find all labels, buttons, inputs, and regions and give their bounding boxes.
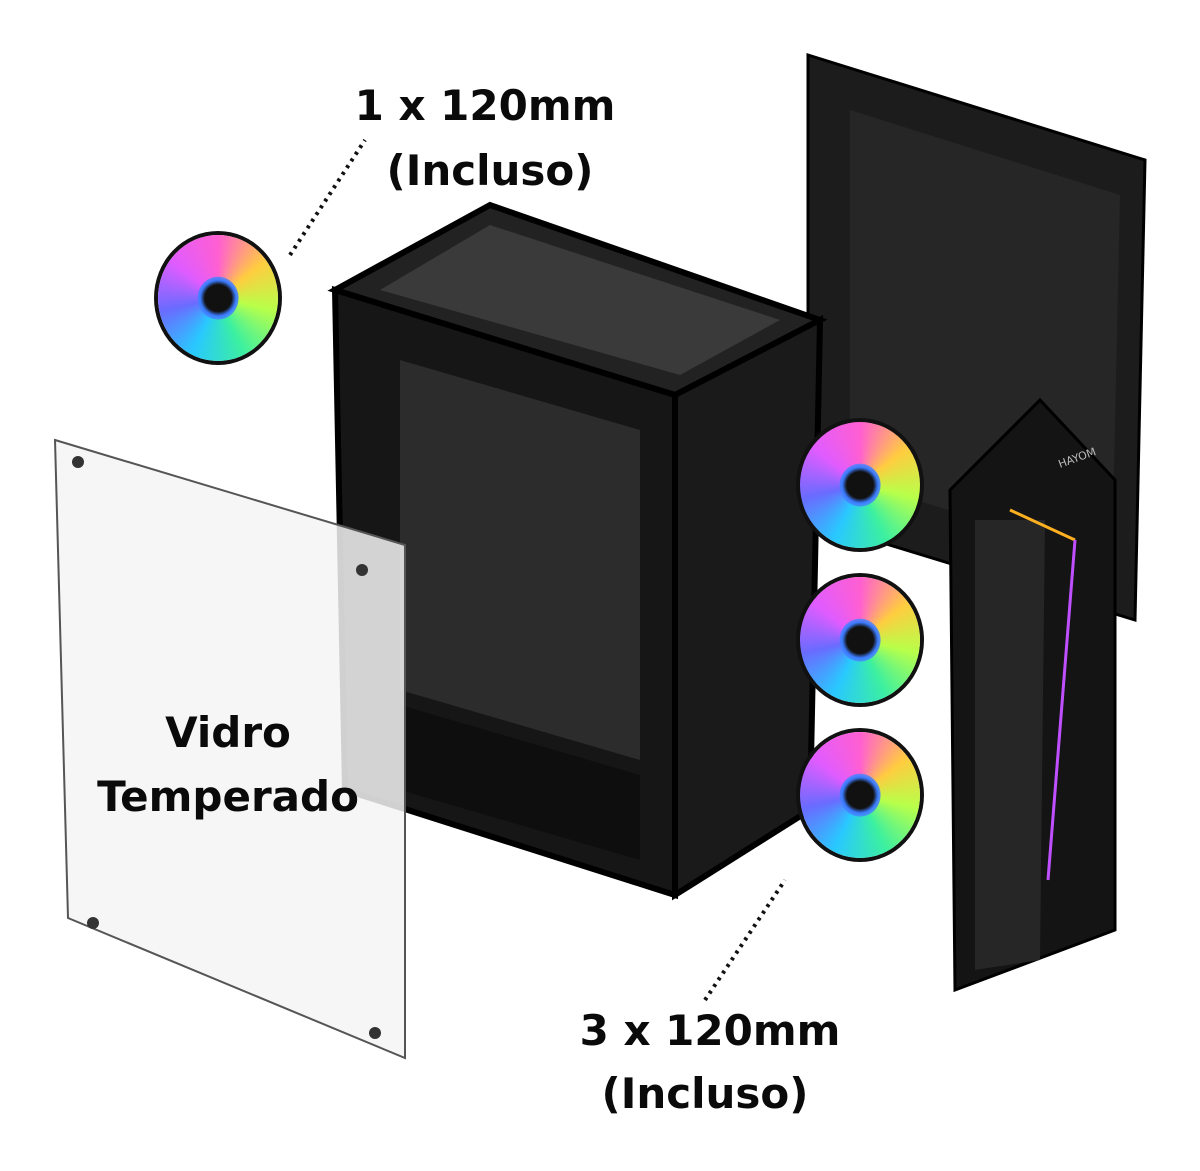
front-fans-qty-label: 3 x 120mm	[579, 1006, 841, 1055]
front-fan-2	[800, 577, 920, 703]
front-fan-3	[800, 732, 920, 858]
glass-label-line2: Temperado	[97, 772, 359, 821]
case-side	[672, 315, 824, 901]
top-fan-qty-label: 1 x 120mm	[354, 81, 616, 130]
front-fans-note-label: (Incluso)	[601, 1069, 809, 1118]
top-fan-leader	[288, 138, 367, 257]
tempered-glass-panel	[53, 438, 406, 1060]
glass-label-line1: Vidro	[165, 708, 291, 757]
front-fans-leader	[703, 878, 787, 1002]
top-fan	[158, 235, 278, 361]
top-fan-note-label: (Incluso)	[386, 146, 594, 195]
front-fan-1	[800, 422, 920, 548]
